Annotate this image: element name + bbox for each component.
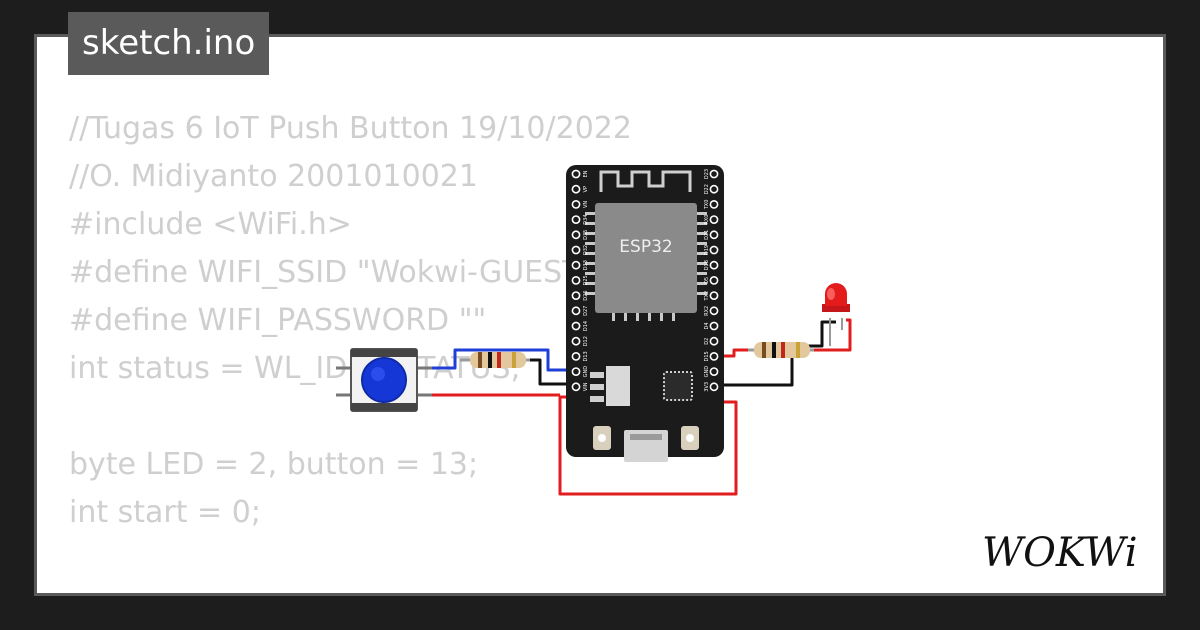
- pin-hole-left-d27[interactable]: [571, 306, 581, 316]
- esp32-board[interactable]: ESP32 ENVPVND34D35D32D33D25D26D27D14D12D…: [566, 165, 724, 462]
- pin-hole-left-vin[interactable]: [571, 382, 581, 392]
- pin-label-left-d34: D34: [583, 214, 589, 224]
- code-line: #define WIFI_SSID "Wokwi-GUEST": [69, 255, 595, 290]
- pin-hole-left-vp[interactable]: [571, 184, 581, 194]
- pin-label-left-vp: VP: [583, 186, 589, 192]
- pin-label-left-vin: VIN: [583, 382, 589, 391]
- pin-label-right-rx0: RX0: [704, 215, 710, 225]
- wire-black-gnd-left[interactable]: [528, 358, 574, 386]
- wokwi-logo-text: WOKWi: [982, 530, 1138, 576]
- pin-label-right-d22: D22: [704, 184, 710, 194]
- pin-label-left-d32: D32: [583, 245, 589, 255]
- pin-hole-right-d19[interactable]: [709, 245, 719, 255]
- file-tab-sketch[interactable]: sketch.ino: [68, 12, 270, 75]
- push-button[interactable]: [336, 348, 432, 412]
- led-red[interactable]: [822, 283, 850, 346]
- pin-hole-right-tx2[interactable]: [709, 291, 719, 300]
- code-line: #include <WiFi.h>: [69, 207, 352, 242]
- pin-hole-left-d35[interactable]: [571, 230, 581, 240]
- chip-label: ESP32: [619, 237, 672, 257]
- pin-hole-left-en[interactable]: [571, 169, 581, 179]
- code-line: //Tugas 6 IoT Push Button 19/10/2022: [69, 111, 632, 146]
- pin-label-right-d21: D21: [704, 230, 710, 240]
- pin-label-left-d13: D13: [583, 351, 589, 361]
- pin-hole-right-tx0[interactable]: [709, 199, 719, 209]
- pin-hole-left-vn[interactable]: [571, 199, 581, 209]
- pin-hole-left-d33[interactable]: [571, 260, 581, 270]
- wire-red-d2[interactable]: [716, 348, 752, 358]
- pin-hole-right-d22[interactable]: [709, 184, 719, 194]
- pin-label-right-d15: D15: [704, 351, 710, 361]
- pin-hole-left-d13[interactable]: [571, 351, 581, 361]
- pin-label-right-gnd: GND: [704, 366, 710, 378]
- pin-label-left-d25: D25: [583, 275, 589, 285]
- pin-label-left-en: EN: [583, 170, 589, 177]
- resistor-led[interactable]: [748, 342, 814, 358]
- pin-label-left-d12: D12: [583, 336, 589, 346]
- pin-label-right-3v3: 3V3: [704, 382, 710, 392]
- pin-hole-right-d18[interactable]: [709, 260, 719, 270]
- pin-hole-left-d26[interactable]: [571, 291, 581, 300]
- pin-hole-right-d15[interactable]: [709, 351, 719, 361]
- code-line: //O. Midiyanto 2001010021: [69, 159, 478, 194]
- pin-hole-right-d4[interactable]: [709, 321, 719, 331]
- pin-hole-right-d5[interactable]: [709, 275, 719, 285]
- pin-label-right-rx2: RX2: [704, 306, 710, 316]
- pin-label-left-d14: D14: [583, 321, 589, 331]
- pin-hole-right-d23[interactable]: [709, 169, 719, 179]
- wire-red-led[interactable]: [812, 318, 852, 352]
- code-line: int start = 0;: [69, 495, 261, 530]
- pin-hole-left-d14[interactable]: [571, 321, 581, 331]
- pin-label-left-d35: D35: [583, 230, 589, 240]
- pin-hole-right-3v3[interactable]: [709, 382, 719, 392]
- pin-label-right-d4: D4: [704, 322, 710, 329]
- wire-red-3v3-loop[interactable]: [558, 395, 738, 496]
- pin-hole-left-d32[interactable]: [571, 245, 581, 255]
- pin-label-right-d23: D23: [704, 169, 710, 179]
- pin-hole-right-gnd[interactable]: [709, 367, 719, 376]
- pin-hole-left-gnd[interactable]: [571, 367, 581, 376]
- pin-hole-right-d21[interactable]: [709, 230, 719, 240]
- pin-hole-left-d25[interactable]: [571, 275, 581, 285]
- pin-hole-right-d2[interactable]: [709, 336, 719, 346]
- resistor-button[interactable]: [460, 352, 530, 368]
- preview-card: //Tugas 6 IoT Push Button 19/10/2022 //O…: [34, 34, 1166, 596]
- pin-label-left-vn: VN: [583, 201, 589, 208]
- pin-label-left-d27: D27: [583, 306, 589, 316]
- pin-label-left-gnd: GND: [583, 366, 589, 378]
- pin-label-right-d18: D18: [704, 260, 710, 270]
- code-editor[interactable]: //Tugas 6 IoT Push Button 19/10/2022 //O…: [69, 105, 632, 593]
- pin-label-right-tx0: TX0: [704, 200, 710, 211]
- pin-label-right-tx2: TX2: [704, 291, 710, 302]
- pin-hole-left-d34[interactable]: [571, 215, 581, 224]
- wire-blue-button[interactable]: [418, 348, 574, 372]
- pin-label-left-d33: D33: [583, 260, 589, 270]
- pin-hole-right-rx0[interactable]: [709, 215, 719, 224]
- pin-label-right-d19: D19: [704, 245, 710, 255]
- pin-label-right-d2: D2: [704, 338, 710, 345]
- code-line: byte LED = 2, button = 13;: [69, 447, 479, 482]
- pin-hole-left-d12[interactable]: [571, 336, 581, 346]
- code-line: #define WIFI_PASSWORD "": [69, 303, 487, 338]
- pin-label-left-d26: D26: [583, 290, 589, 300]
- code-line: void setup() {: [69, 585, 632, 593]
- pin-hole-right-rx2[interactable]: [709, 306, 719, 316]
- wokwi-logo: WOKWi: [982, 530, 1138, 576]
- pin-label-right-d5: D5: [704, 277, 710, 284]
